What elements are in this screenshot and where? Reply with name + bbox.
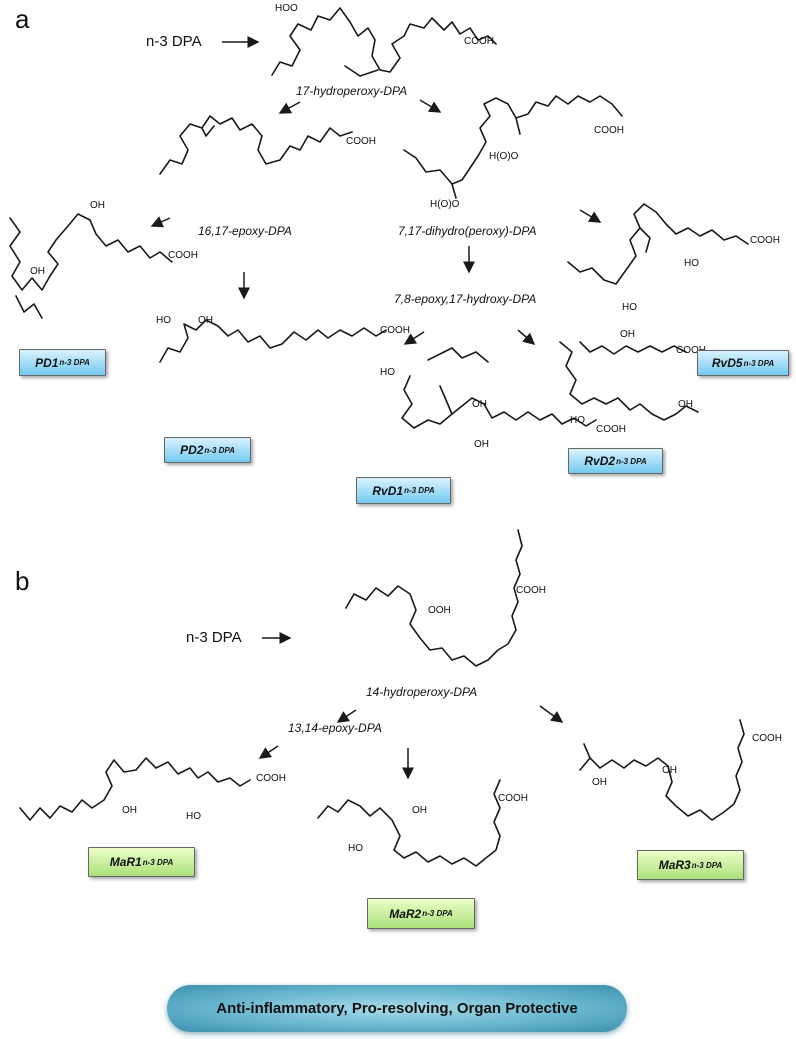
- structure-17-hpdpa: [271, 7, 497, 77]
- cooh-group: COOH: [676, 345, 706, 356]
- structure-rvd1: [401, 347, 597, 429]
- oh-group: OH: [678, 399, 693, 410]
- cooh-group: COOH: [346, 136, 376, 147]
- intermediate-17-hpdpa: 17-hydroperoxy-DPA: [296, 84, 408, 98]
- product-name: RvD1: [372, 483, 404, 498]
- product-name: RvD2: [584, 454, 616, 468]
- structure-rvd2: [559, 341, 699, 421]
- product-name: MaR2: [389, 906, 422, 921]
- arrow-a-to-dihydro: [419, 99, 442, 113]
- structure-14-hpdpa: [345, 529, 523, 667]
- oh-group: OH: [662, 765, 677, 776]
- arrow-a-to-epoxy: [278, 101, 301, 114]
- source-label-a: n-3 DPA: [146, 33, 202, 50]
- cooh-group: COOH: [168, 250, 198, 261]
- oh-group: OH: [30, 266, 45, 277]
- cooh-group: COOH: [256, 773, 286, 784]
- cooh-group: COOH: [752, 733, 782, 744]
- ho-group: HO: [684, 258, 699, 269]
- arrow-a-to-rvd5: [579, 209, 602, 223]
- ho-group: HO: [348, 843, 363, 854]
- structure-mar3: [579, 719, 745, 821]
- ho-group: HO: [186, 811, 201, 822]
- hoo-group: H(O)O: [430, 199, 460, 210]
- oh-group: OH: [198, 315, 213, 326]
- arrow-a-to-rvd2: [517, 329, 536, 345]
- oh-group: OH: [620, 329, 635, 340]
- arrow-b-to-mar1: [258, 745, 279, 759]
- cooh-group: COOH: [516, 585, 546, 596]
- arrow-b-to-epoxy: [336, 709, 357, 723]
- arrow-b-to-mar3: [539, 705, 564, 723]
- cooh-group: COOH: [498, 793, 528, 804]
- intermediate-7-17-dihydro: 7,17-dihydro(peroxy)-DPA: [398, 224, 537, 238]
- cooh-group: COOH: [380, 325, 410, 336]
- structure-mar1: [19, 757, 251, 821]
- product-name: MaR1: [109, 855, 142, 869]
- cooh-group: COOH: [750, 235, 780, 246]
- ooh-group: OOH: [428, 605, 451, 616]
- panel-label-a: a: [15, 4, 30, 34]
- cooh-group: COOH: [464, 36, 494, 47]
- structure-rvd5: [567, 203, 749, 285]
- product-subscript: n-3 DPA: [743, 358, 775, 368]
- hoo-group: H(O)O: [489, 151, 519, 162]
- product-subscript: n-3 DPA: [142, 857, 174, 867]
- product-name: MaR3: [658, 858, 691, 872]
- oh-group: OH: [90, 200, 105, 211]
- oh-group: OH: [122, 805, 137, 816]
- source-label-b: n-3 DPA: [186, 629, 242, 646]
- intermediate-16-17-epoxy: 16,17-epoxy-DPA: [198, 224, 292, 238]
- structure-mar2: [317, 779, 501, 867]
- bioactions-banner: Anti-inflammatory, Pro-resolving, Organ …: [167, 985, 627, 1032]
- intermediate-14-hpdpa: 14-hydroperoxy-DPA: [366, 685, 478, 699]
- hoo-group: HOO: [275, 3, 298, 14]
- ho-group: HO: [570, 415, 585, 426]
- oh-group: OH: [592, 777, 607, 788]
- structure-pd2: [159, 319, 387, 363]
- cooh-group: COOH: [596, 424, 626, 435]
- cooh-group: COOH: [594, 125, 624, 136]
- product-subscript: n-3 DPA: [691, 860, 723, 870]
- intermediate-7-8-epoxy-17-hydroxy: 7,8-epoxy,17-hydroxy-DPA: [394, 292, 537, 306]
- product-subscript: n-3 DPA: [404, 486, 435, 495]
- oh-group: OH: [472, 399, 487, 410]
- panel-label-b: b: [15, 566, 30, 596]
- structure-16-17-epoxy: [159, 115, 353, 175]
- product-subscript: n-3 DPA: [422, 909, 453, 918]
- product-subscript: n-3 DPA: [59, 358, 90, 367]
- banner-text: Anti-inflammatory, Pro-resolving, Organ …: [216, 1000, 578, 1017]
- ho-group: HO: [156, 315, 171, 326]
- product-name: PD2: [180, 443, 204, 457]
- ho-group: HO: [380, 367, 395, 378]
- intermediate-13-14-epoxy: 13,14-epoxy-DPA: [288, 721, 382, 735]
- product-name: RvD5: [711, 356, 743, 370]
- product-subscript: n-3 DPA: [616, 456, 647, 466]
- oh-group: OH: [412, 805, 427, 816]
- structure-pd1: [9, 213, 173, 319]
- product-name: PD1: [35, 355, 59, 370]
- ho-group: HO: [622, 302, 637, 313]
- arrow-a-to-rvd1: [403, 331, 425, 345]
- product-subscript: n-3 DPA: [204, 445, 235, 455]
- oh-group: OH: [474, 439, 489, 450]
- structure-7-17-dihydro: [403, 95, 623, 199]
- arrow-a-to-pd1: [150, 216, 171, 228]
